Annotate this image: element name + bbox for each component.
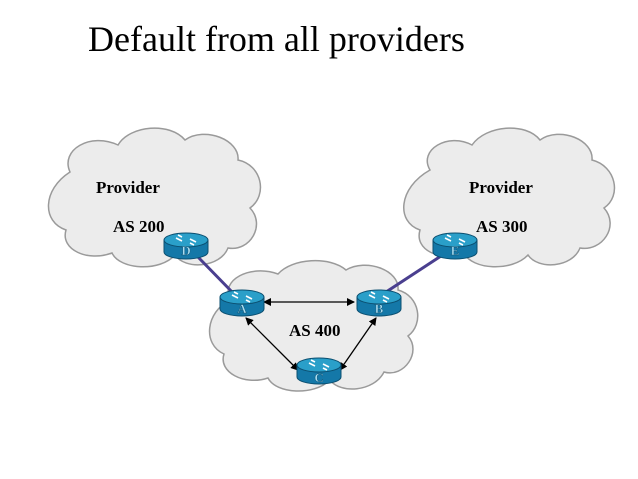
router-a[interactable]: A bbox=[219, 289, 265, 317]
provider-left-name: Provider bbox=[96, 178, 160, 197]
router-d[interactable]: D bbox=[163, 232, 209, 260]
cloud-provider-as200: Provider AS 200 bbox=[47, 127, 262, 268]
router-d-label: D bbox=[181, 243, 190, 258]
link-e-b bbox=[379, 254, 442, 298]
router-c[interactable]: C bbox=[296, 357, 342, 385]
router-arrows-icon bbox=[308, 359, 330, 371]
provider-right-name: Provider bbox=[469, 178, 533, 197]
router-b-label: B bbox=[375, 301, 384, 316]
slide-title: Default from all providers bbox=[88, 19, 465, 59]
link-d-a bbox=[195, 254, 238, 298]
cloud-shape bbox=[403, 127, 616, 268]
router-e-label: E bbox=[451, 243, 460, 258]
router-e[interactable]: E bbox=[432, 232, 478, 260]
cloud-provider-as300: Provider AS 300 bbox=[403, 127, 616, 268]
router-arrows-icon bbox=[175, 234, 197, 246]
router-arrows-icon bbox=[231, 291, 253, 303]
router-c-label: C bbox=[314, 370, 323, 385]
router-a-label: A bbox=[237, 301, 247, 316]
center-as: AS 400 bbox=[289, 321, 340, 340]
link-b-c bbox=[339, 317, 377, 371]
router-arrows-icon bbox=[444, 234, 466, 246]
router-b[interactable]: B bbox=[356, 289, 402, 317]
link-a-c bbox=[245, 317, 299, 371]
cloud-shape bbox=[47, 127, 262, 268]
provider-right-as: AS 300 bbox=[476, 217, 527, 236]
provider-left-as: AS 200 bbox=[113, 217, 164, 236]
router-arrows-icon bbox=[368, 291, 390, 303]
